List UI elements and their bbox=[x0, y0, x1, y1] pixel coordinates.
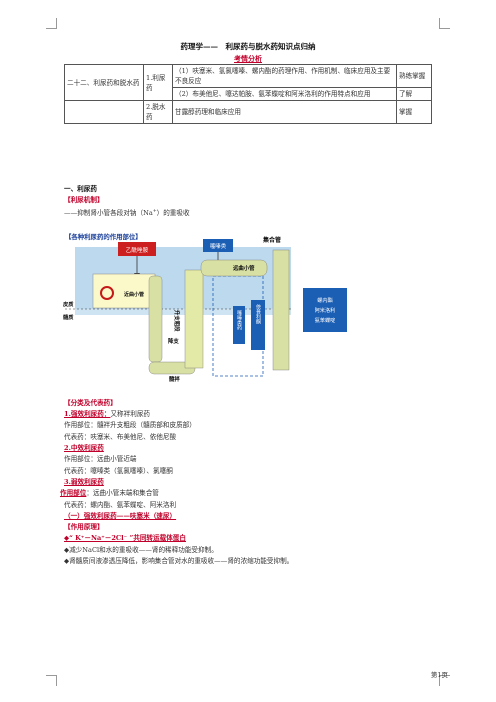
label-descending: 降支 bbox=[168, 337, 179, 345]
distal-tubule bbox=[200, 259, 268, 277]
chapter-cell: 二十二、利尿药和脱水药 bbox=[64, 64, 144, 101]
content-cell: （1）呋塞米、氢氯噻嗪、螺内酯的药理作用、作用机制、临床应用及主要不良反应 bbox=[172, 64, 397, 88]
exam-analysis-heading: 考情分析 bbox=[234, 54, 262, 63]
medium-site: 作用部位：远曲小管近端 bbox=[64, 455, 137, 463]
level-cell: 了解 bbox=[396, 87, 432, 101]
svg-text:氨苯蝶啶: 氨苯蝶啶 bbox=[315, 316, 336, 324]
content-cell: 甘露醇药理和临床应用 bbox=[172, 100, 397, 124]
strong-site: 作用部位：髓袢升支粗段（髓质部和皮质部） bbox=[64, 421, 196, 429]
label-distal: 远曲小管 bbox=[233, 264, 255, 272]
weak-diuretic-heading: 3.弱效利尿药 bbox=[64, 478, 104, 486]
strong-representatives: 代表药：呋塞米、布美他尼、依他尼酸 bbox=[64, 433, 177, 441]
chapter-cell-empty bbox=[64, 100, 144, 124]
label-cortex: 皮质 bbox=[63, 300, 74, 308]
furosemide-heading: （一）强效利尿药——呋塞米（速尿） bbox=[64, 512, 177, 520]
label-ascending: 升支粗段 bbox=[173, 310, 181, 332]
glomerulus bbox=[100, 286, 114, 300]
sub-topic-cell: 2.脱水药 bbox=[143, 100, 173, 124]
section-heading-diuretics: 一、利尿药 bbox=[64, 185, 97, 193]
crop-mark-bottom-right bbox=[439, 675, 450, 686]
label-medulla: 髓质 bbox=[63, 313, 74, 321]
weak-representatives: 代表药：螺内酯、氨苯蝶啶、阿米洛利 bbox=[64, 501, 177, 509]
svg-text:依普利酮: 依普利酮 bbox=[255, 303, 261, 325]
ascending-limb bbox=[184, 269, 204, 369]
strong-diuretic-line: 1.强效利尿药：又称袢利尿药 bbox=[64, 410, 151, 418]
descending-limb bbox=[148, 275, 163, 363]
thiazide-top-box bbox=[203, 239, 233, 252]
cotransporter-bullet: ◆“ K⁺－Na⁺－2Cl⁻ ”共同转运载体蛋白 bbox=[64, 534, 186, 542]
label-collecting-duct: 集合管 bbox=[262, 236, 281, 244]
collecting-duct bbox=[272, 249, 290, 371]
weak-site: 作用部位：远曲小管末端和集合管 bbox=[60, 489, 159, 497]
crop-mark-top-right bbox=[439, 18, 450, 29]
diuretic-site-diagram: 【各种利尿药的作用部位】 皮质 髓质 乙酰唑胺 噻嗪类 集合管 近曲小管 降支 … bbox=[63, 232, 347, 383]
k-sparing-box bbox=[303, 288, 347, 332]
principle-label: 【作用原理】 bbox=[64, 523, 104, 531]
spironolactone-side-box bbox=[251, 300, 265, 350]
svg-text:螺内酯: 螺内酯 bbox=[317, 296, 333, 304]
dilution-bullet: ◆减少NaCl和水的重吸收——肾的稀释功能受抑制。 bbox=[64, 546, 218, 554]
level-cell: 熟练掌握 bbox=[396, 64, 432, 88]
concentration-bullet: ◆肾髓质间液渗透压降低，影响集合管对水的重吸收——肾的浓缩功能受抑制。 bbox=[64, 557, 294, 565]
page-frame bbox=[46, 18, 450, 686]
svg-text:乙酰唑胺: 乙酰唑胺 bbox=[126, 246, 149, 254]
sub-topic-cell: 1.利尿药 bbox=[143, 64, 173, 101]
acetazolamide-box bbox=[118, 242, 156, 256]
thiazide-side-box bbox=[233, 306, 245, 344]
svg-text:阿米洛利: 阿米洛利 bbox=[315, 306, 336, 314]
medium-diuretic-heading: 2.中效利尿药 bbox=[64, 444, 104, 452]
requirements-table: 二十二、利尿药和脱水药 1.利尿药 （1）呋塞米、氢氯噻嗪、螺内酯的药理作用、作… bbox=[64, 64, 432, 124]
level-cell: 掌握 bbox=[396, 100, 432, 124]
page-number: 第1页 bbox=[430, 671, 448, 679]
table-row: 2.脱水药 甘露醇药理和临床应用 掌握 bbox=[64, 100, 432, 124]
medium-representatives: 代表药：噻嗪类（氢氯噻嗪）、氯噻酮 bbox=[64, 467, 173, 475]
crop-mark-top-left bbox=[46, 18, 57, 29]
mechanism-text: ——抑制肾小管各段对钠（Na+）的重吸收 bbox=[64, 209, 190, 218]
document-title: 药理学—— 利尿药与脱水药知识点归纳 bbox=[180, 42, 316, 51]
medulla-zone bbox=[75, 309, 291, 315]
content-cell: （2）布美他尼、噻达帕胺、氨苯蝶啶和阿米洛利的作用特点和应用 bbox=[172, 87, 397, 101]
diagram-title: 【各种利尿药的作用部位】 bbox=[65, 232, 142, 241]
svg-text:噻嗪类: 噻嗪类 bbox=[210, 242, 227, 250]
label-loop: 髓袢 bbox=[169, 375, 180, 383]
mechanism-label: 【利尿机制】 bbox=[64, 196, 104, 204]
svg-text:噻嗪类药: 噻嗪类药 bbox=[236, 309, 242, 331]
table-row: 二十二、利尿药和脱水药 1.利尿药 （1）呋塞米、氢氯噻嗪、螺内酯的药理作用、作… bbox=[64, 64, 432, 101]
crop-mark-bottom-left bbox=[46, 675, 57, 686]
classification-label: 【分类及代表药】 bbox=[64, 399, 117, 407]
label-proximal: 近曲小管 bbox=[124, 291, 144, 298]
